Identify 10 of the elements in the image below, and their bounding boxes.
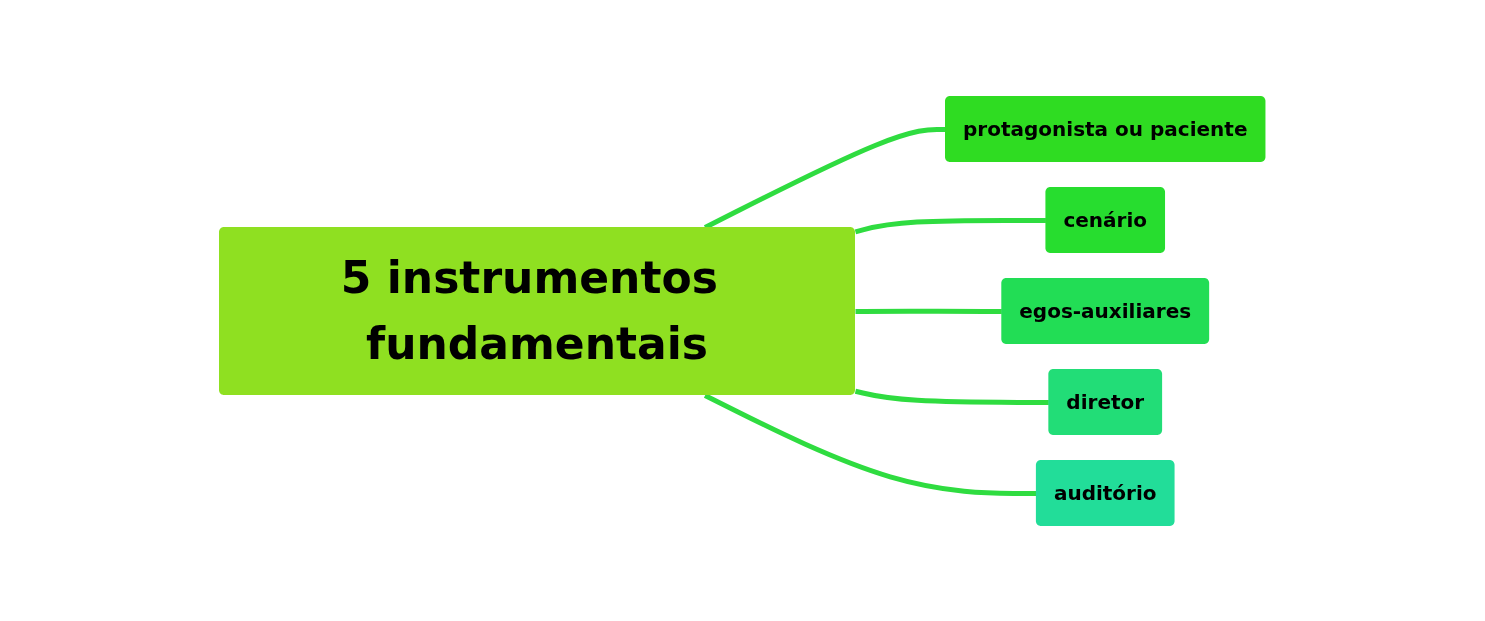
node-box: egos-auxiliares [1001,277,1210,344]
connector [855,388,1050,405]
connector [855,308,1003,314]
node-box: 5 instrumentos fundamentais [219,226,856,395]
node-box: diretor [1048,368,1163,435]
connector [704,392,1037,496]
node-box: cenário [1045,186,1166,253]
node-box: auditório [1036,459,1175,526]
node-box: protagonista ou paciente [945,95,1266,162]
connector [855,217,1047,234]
